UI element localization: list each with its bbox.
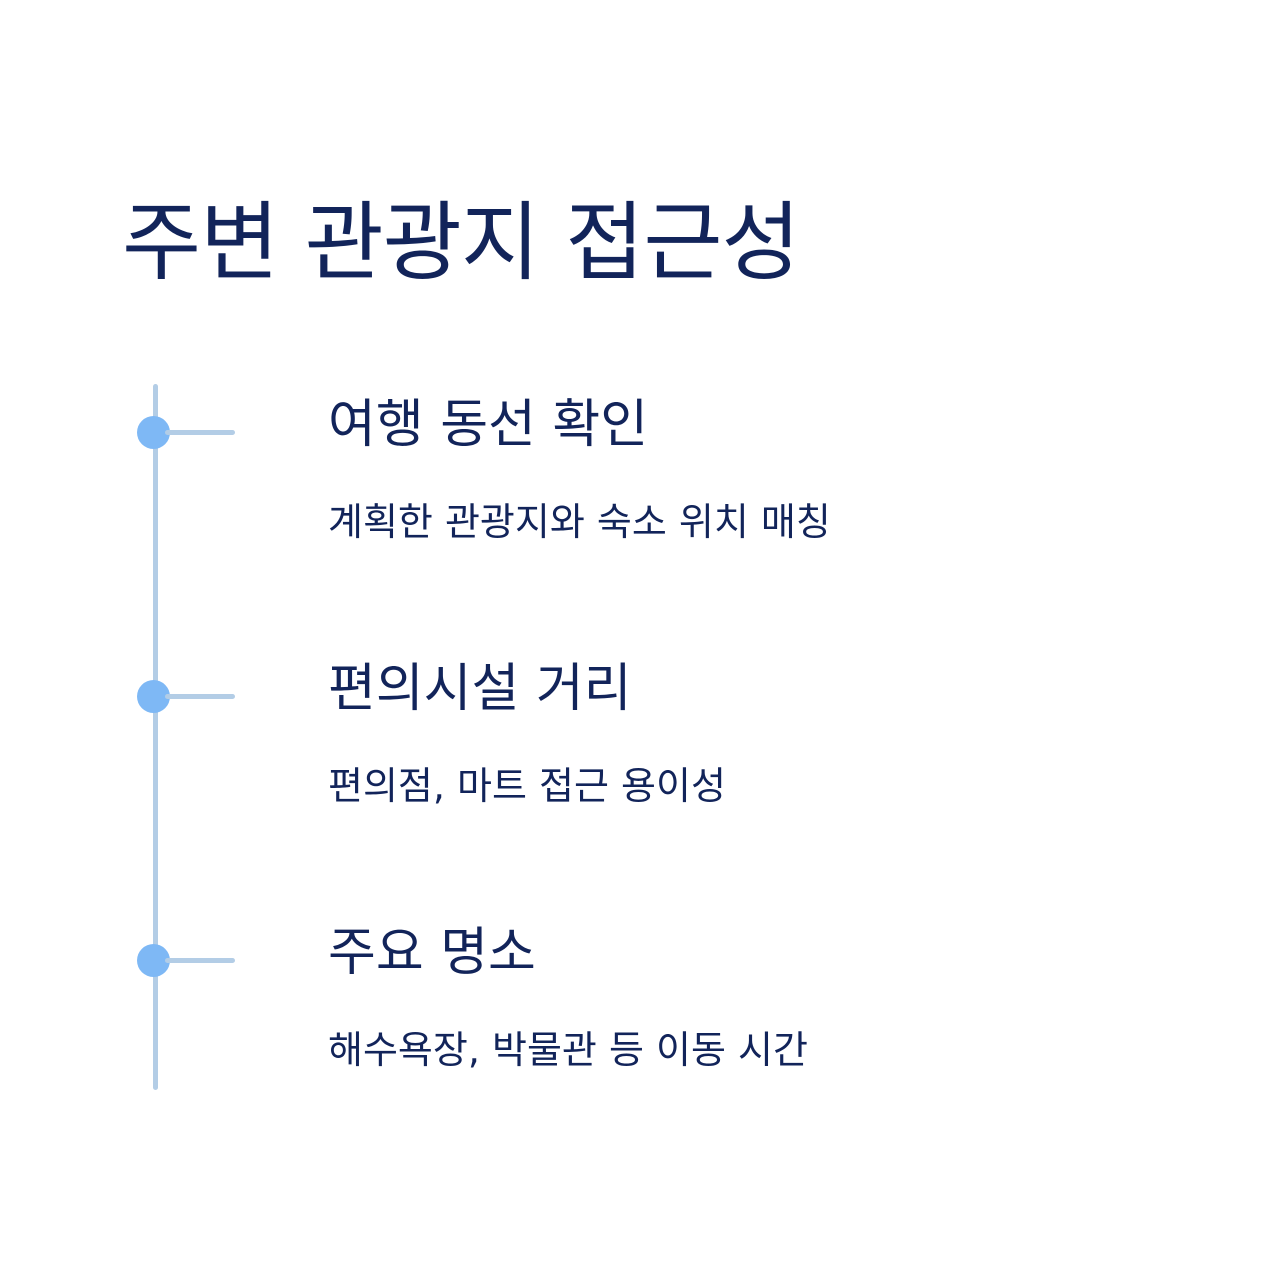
timeline-item-description: 편의점, 마트 접근 용이성 (328, 764, 726, 808)
timeline-connector (165, 694, 235, 699)
timeline-node-dot (137, 416, 170, 449)
page-title: 주변 관광지 접근성 (122, 193, 801, 293)
timeline-connector (165, 958, 235, 963)
timeline-item-description: 계획한 관광지와 숙소 위치 매칭 (328, 500, 831, 544)
timeline-item-3: 주요 명소 해수욕장, 박물관 등 이동 시간 (0, 923, 1280, 1108)
timeline-item-description: 해수욕장, 박물관 등 이동 시간 (328, 1028, 808, 1072)
timeline-item-title: 편의시설 거리 (328, 659, 632, 719)
timeline-item-2: 편의시설 거리 편의점, 마트 접근 용이성 (0, 659, 1280, 844)
timeline-node-dot (137, 944, 170, 977)
timeline-node-dot (137, 680, 170, 713)
timeline-item-title: 여행 동선 확인 (328, 395, 649, 455)
timeline-line (153, 384, 158, 1090)
timeline-item-title: 주요 명소 (328, 923, 536, 983)
timeline-item-1: 여행 동선 확인 계획한 관광지와 숙소 위치 매칭 (0, 395, 1280, 580)
timeline-connector (165, 430, 235, 435)
